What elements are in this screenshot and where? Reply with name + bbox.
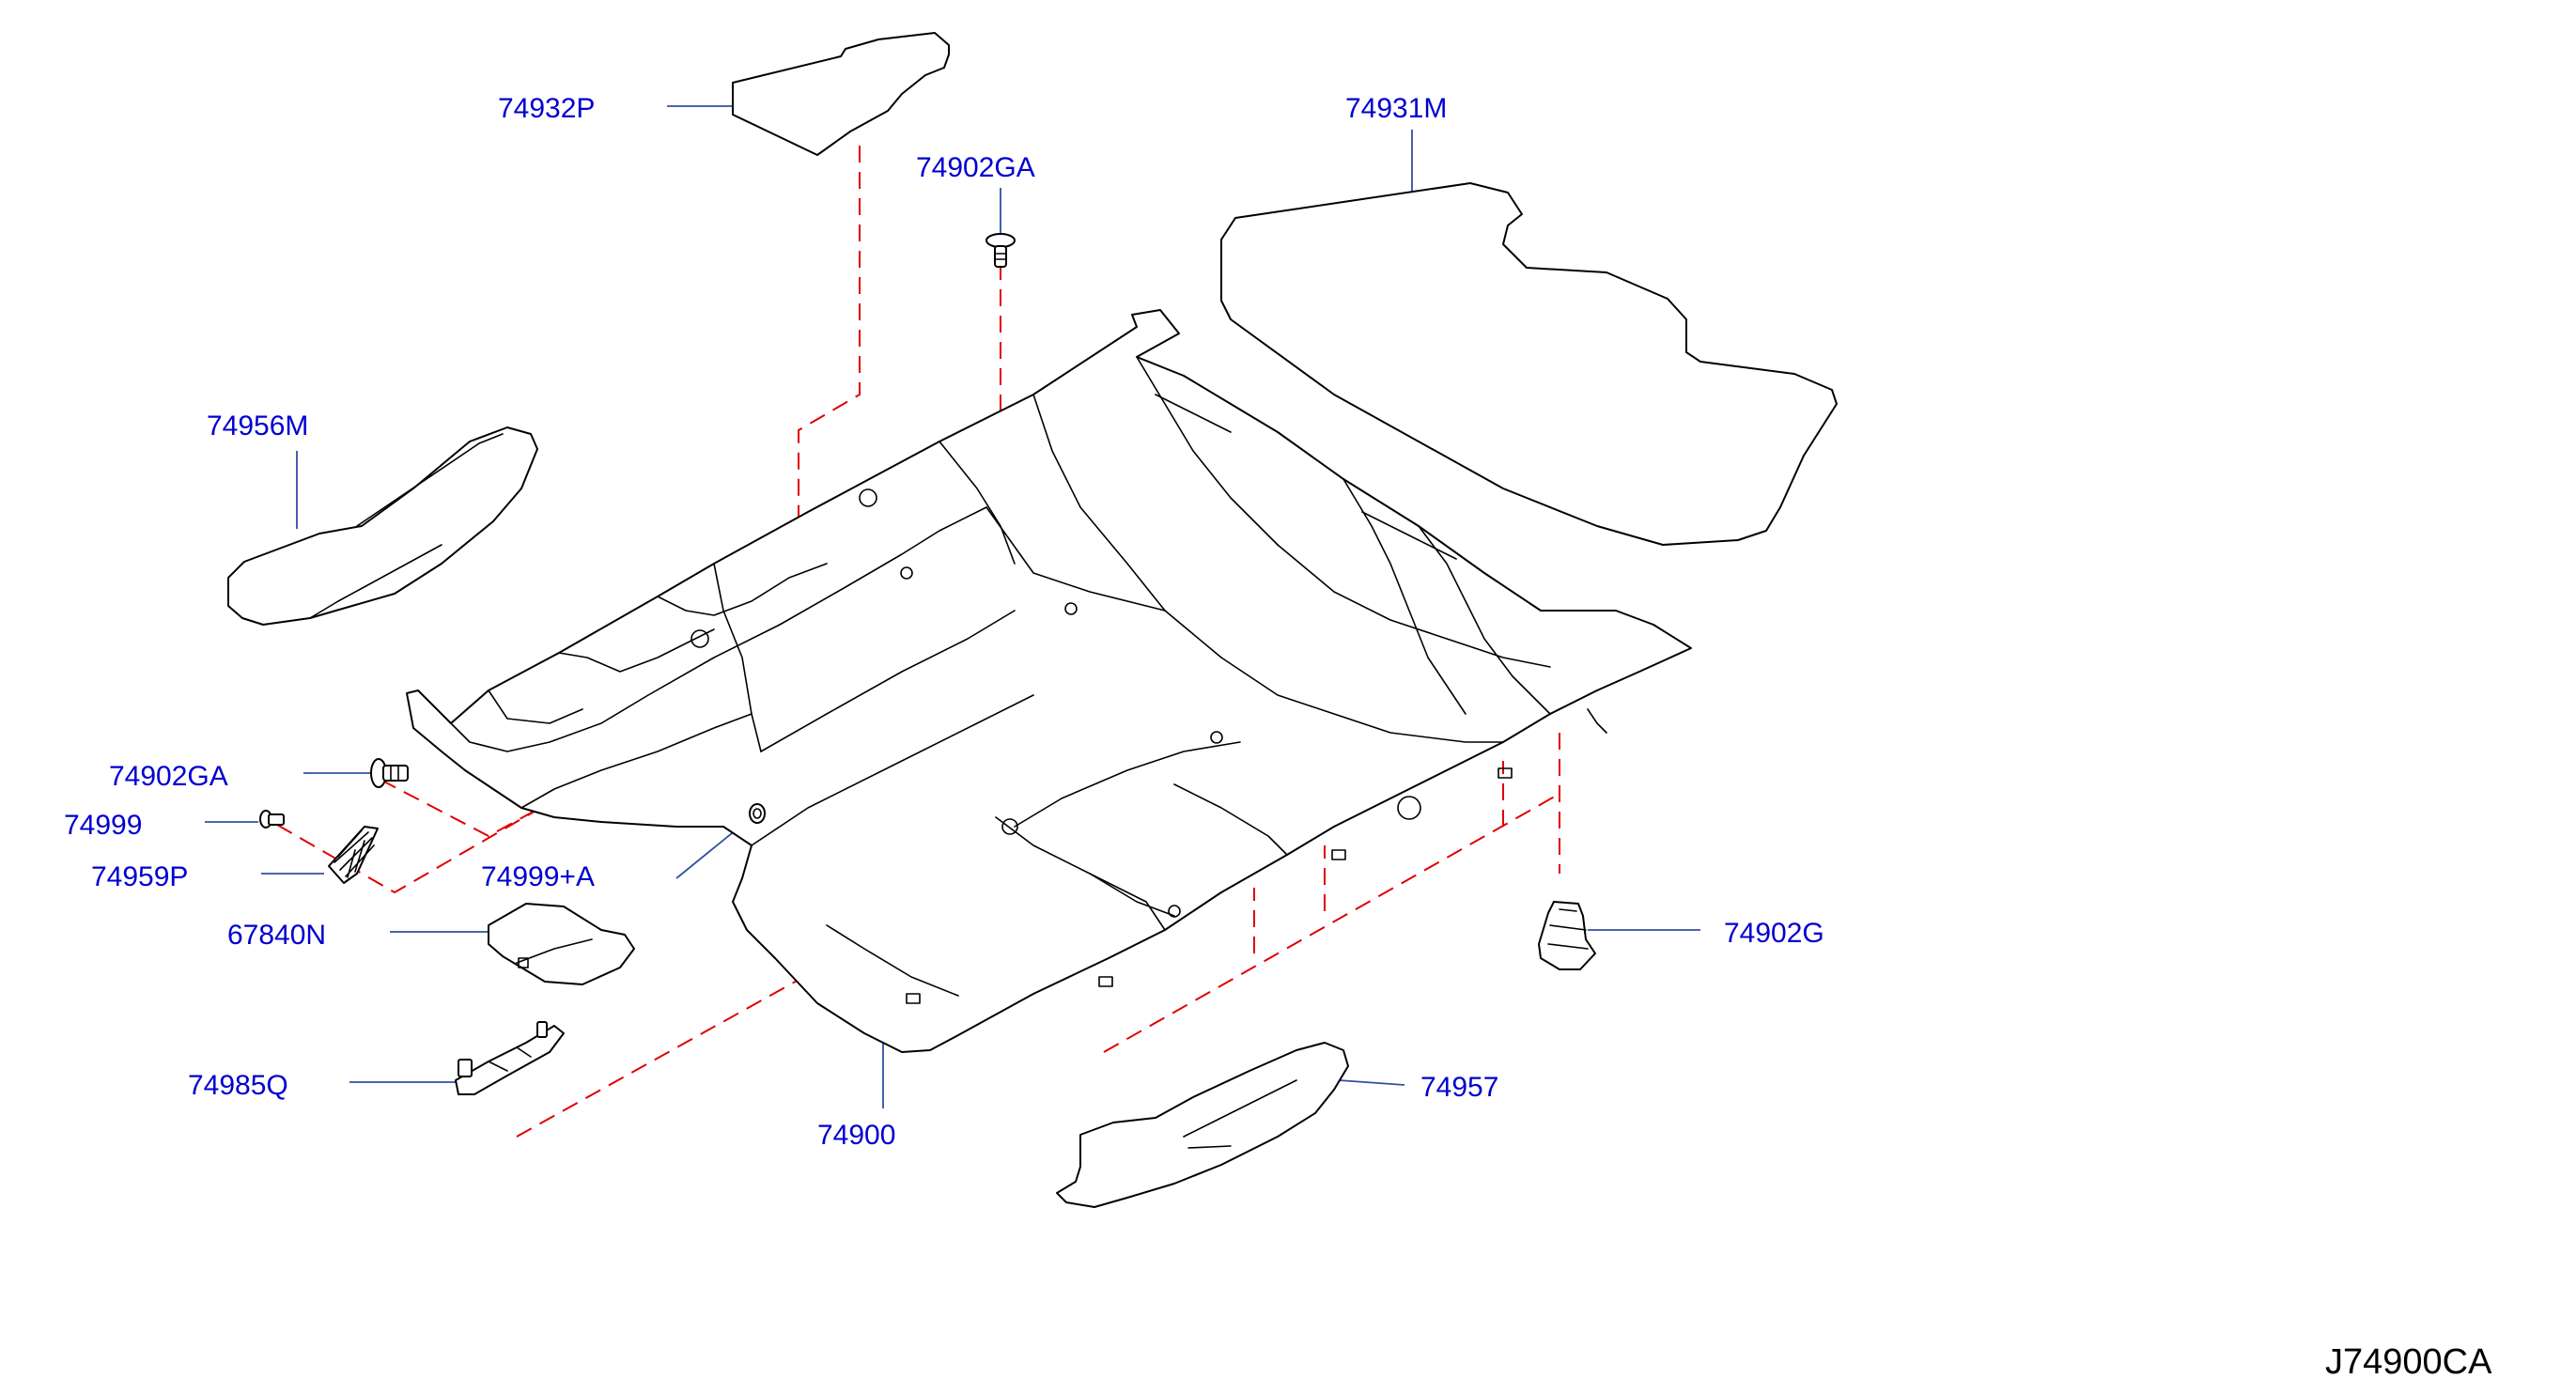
part-74902GA-clip-top [985,233,1016,268]
callout-leader-lines [205,105,1700,1108]
callout-74959P: 74959P [91,861,188,892]
callout-74900: 74900 [817,1120,895,1151]
part-74956M-side-trim [227,426,538,626]
callout-74902GA-top: 74902GA [916,152,1035,183]
diagram-code: J74900CA [2325,1342,2492,1382]
callout-74956M: 74956M [207,410,308,441]
callout-labels: 74932P 74931M 74902GA 74956M 74902GA 749… [64,93,1824,1151]
callout-74932P: 74932P [498,93,595,124]
callout-74957: 74957 [1420,1072,1498,1103]
callout-74985Q: 74985Q [188,1070,288,1101]
part-74999-screw [259,810,285,829]
part-74932P-mat [732,32,950,156]
part-74957-front-trim [1056,1042,1349,1208]
part-67840N-cover [488,903,635,985]
part-74999A-grommet [749,803,766,824]
part-74902G-clip [1538,901,1596,970]
callout-74902G: 74902G [1724,918,1824,949]
part-74985Q-bracket [455,1021,565,1095]
part-74931M-rear-carpet [1220,182,1838,546]
callout-74902GA-left: 74902GA [109,761,228,792]
callout-67840N: 67840N [227,920,326,951]
part-74900-floor-carpet [406,309,1692,1053]
callout-74999: 74999 [64,810,142,841]
callout-74999A: 74999+A [481,861,595,892]
part-74959P-grille [328,826,379,884]
callout-74931M: 74931M [1345,93,1447,124]
part-74902GA-screw-left [370,758,409,788]
